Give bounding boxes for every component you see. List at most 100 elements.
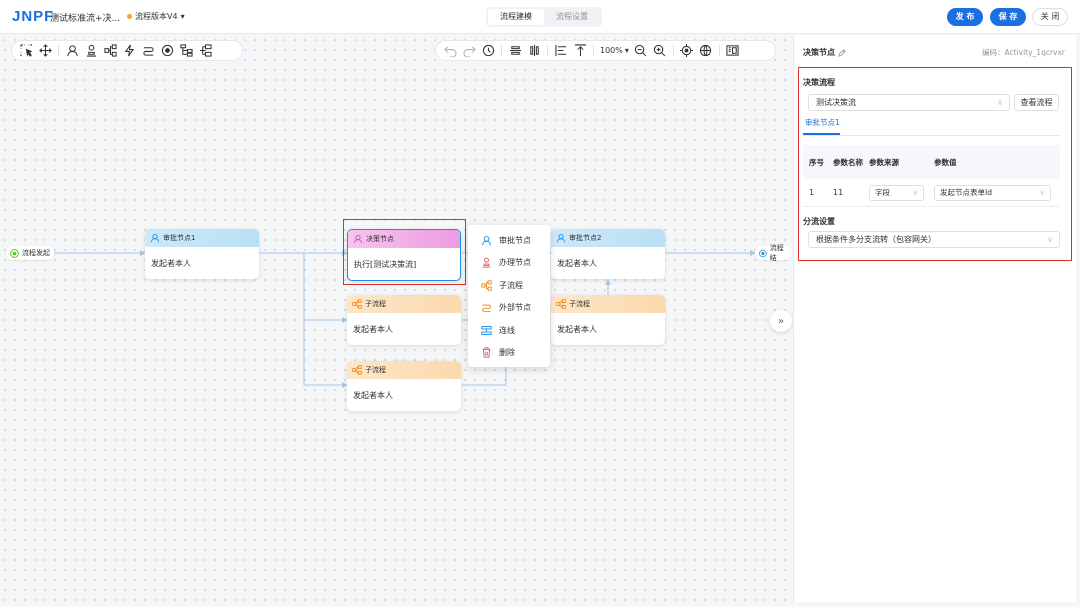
tree-icon[interactable] <box>177 42 195 60</box>
approver-icon <box>150 233 160 243</box>
decision-node[interactable]: 决策节点 执行[测试决策流] <box>347 229 461 281</box>
node-body: 发起者本人 <box>557 258 597 268</box>
row-param-name: 11 <box>833 188 844 197</box>
toolbar-divider <box>58 45 59 56</box>
close-button[interactable]: 关 闭 <box>1032 8 1068 26</box>
menu-item-subprocess[interactable]: 子流程 <box>468 274 550 297</box>
chevron-down-icon: ∨ <box>1047 235 1053 244</box>
node-header: 审批节点1 <box>145 229 259 247</box>
node-title: 子流程 <box>365 366 386 374</box>
decision-flow-label: 决策流程 <box>803 78 835 87</box>
toolbar-divider <box>501 45 502 56</box>
decision-icon <box>353 234 363 244</box>
move-icon[interactable] <box>36 42 54 60</box>
undo-icon[interactable] <box>441 42 459 60</box>
align-middle-icon[interactable] <box>525 42 543 60</box>
approve-node[interactable]: 审批节点2 发起者本人 <box>551 229 665 279</box>
subprocess-icon <box>352 299 362 309</box>
start-event[interactable]: 流程发起 <box>6 246 54 260</box>
subprocess-node[interactable]: 子流程 发起者本人 <box>347 361 461 411</box>
node-title: 子流程 <box>365 300 386 308</box>
stop-icon <box>759 249 767 257</box>
branch-mode-value: 根据条件多分支流转（包容网关） <box>816 235 936 244</box>
subprocess-node[interactable]: 子流程 发起者本人 <box>347 295 461 345</box>
menu-item-label: 连线 <box>499 325 515 335</box>
tab-approve-node-1[interactable]: 审批节点1 <box>805 118 840 127</box>
param-value-select[interactable]: 发起节点表单Id ∨ <box>934 184 1051 201</box>
zoom-selector[interactable]: 100% ▾ <box>598 46 631 55</box>
flow-title[interactable]: 测试标准流+决... <box>50 14 121 24</box>
external-icon[interactable] <box>139 42 157 60</box>
selection-highlight <box>343 219 466 285</box>
align-left-icon[interactable] <box>552 42 570 60</box>
menu-item-approve-node[interactable]: 审批节点 <box>468 229 550 252</box>
toolbar-divider <box>718 45 720 56</box>
external-icon <box>482 304 491 313</box>
subprocess-icon[interactable] <box>101 42 119 60</box>
node-body: 发起者本人 <box>353 390 393 400</box>
menu-item-handle-node[interactable]: 办理节点 <box>468 252 550 275</box>
approve-node[interactable]: 审批节点1 发起者本人 <box>145 229 259 279</box>
chevron-down-icon: ∨ <box>912 187 919 197</box>
logo-text: JNPF <box>12 8 55 25</box>
col-index: 序号 <box>809 157 824 167</box>
param-source-select[interactable]: 字段 ∨ <box>869 184 924 201</box>
node-body: 发起者本人 <box>353 324 393 334</box>
properties-panel: 决策节点 编码：Activity_1qcrvxr 决策流程 测试决策流 ∨ 查看… <box>793 35 1076 602</box>
trigger-icon[interactable] <box>120 42 138 60</box>
node-header: 子流程 <box>347 361 461 379</box>
edge-approve1-sub1[interactable] <box>303 253 348 323</box>
circle-icon[interactable] <box>158 42 176 60</box>
node-header: 决策节点 <box>348 230 460 248</box>
zoom-out-icon[interactable] <box>632 42 650 60</box>
node-header: 子流程 <box>551 295 665 313</box>
menu-item-external-node[interactable]: 外部节点 <box>468 297 550 320</box>
history-icon[interactable] <box>479 42 497 60</box>
approver-icon[interactable] <box>63 42 81 60</box>
params-table: 序号 参数名称 参数来源 参数值 1 11 字段 ∨ 发起节点表单Id ∨ <box>803 145 1060 207</box>
align-center-icon[interactable] <box>506 42 524 60</box>
menu-item-label: 外部节点 <box>499 303 531 313</box>
play-icon <box>10 248 19 258</box>
toolbar-divider <box>593 45 594 56</box>
decision-flow-select[interactable]: 测试决策流 ∨ <box>808 94 1010 111</box>
locate-icon[interactable] <box>678 42 696 60</box>
panel-highlight-box <box>798 67 1072 261</box>
tab-divider <box>803 135 1060 136</box>
minimap-icon[interactable] <box>724 42 742 60</box>
redo-icon[interactable] <box>460 42 478 60</box>
edge-sub3-merge[interactable] <box>462 365 507 386</box>
active-tab-indicator <box>803 133 840 135</box>
end-event[interactable]: 流程结 <box>755 244 792 262</box>
table-header: 序号 参数名称 参数来源 参数值 <box>803 145 1060 179</box>
mode-tabs: 流程建模 流程设置 <box>486 7 602 27</box>
edit-icon[interactable] <box>838 48 846 57</box>
handle-icon[interactable] <box>82 42 100 60</box>
view-flow-button[interactable]: 查看流程 <box>1014 94 1059 111</box>
zoom-in-icon[interactable] <box>651 42 669 60</box>
align-top-icon[interactable] <box>571 42 589 60</box>
chevron-down-icon: ∨ <box>1039 187 1046 197</box>
row-value-cell: 发起节点表单Id ∨ <box>928 184 1060 201</box>
flow-canvas[interactable]: 100% ▾ 流程发起 <box>0 35 792 607</box>
menu-item-connect-line[interactable]: 连线 <box>468 319 550 342</box>
tab-flow-modeling[interactable]: 流程建模 <box>488 9 544 25</box>
menu-item-delete[interactable]: 删除 <box>468 342 550 365</box>
save-button[interactable]: 保 存 <box>990 8 1026 26</box>
select-icon[interactable] <box>17 42 35 60</box>
row-source-cell: 字段 ∨ <box>863 184 928 201</box>
version-selector[interactable]: 流程版本V4 ▾ <box>127 11 185 22</box>
caret-down-icon: ▾ <box>624 46 629 55</box>
approver-icon <box>482 235 491 245</box>
edge-approve1-sub3[interactable] <box>303 320 348 388</box>
menu-item-label: 办理节点 <box>499 258 531 268</box>
version-status-dot <box>127 14 132 19</box>
collapse-panel-button[interactable]: » <box>770 310 792 332</box>
branch-mode-select[interactable]: 根据条件多分支流转（包容网关） ∨ <box>808 231 1060 248</box>
indent-icon[interactable] <box>196 42 214 60</box>
publish-button[interactable]: 发 布 <box>947 8 983 26</box>
subprocess-node[interactable]: 子流程 发起者本人 <box>551 295 665 345</box>
globe-icon[interactable] <box>697 42 715 60</box>
row-index: 1 <box>809 188 815 197</box>
tab-flow-settings[interactable]: 流程设置 <box>556 12 588 21</box>
